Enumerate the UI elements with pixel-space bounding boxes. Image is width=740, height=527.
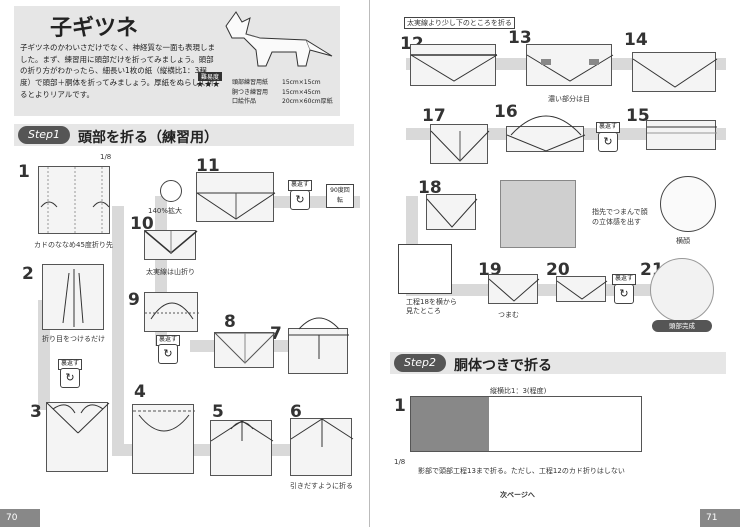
step-diagram: [38, 166, 110, 235]
step-number: 14: [624, 30, 648, 50]
step-note: 濃い部分は目: [548, 95, 590, 103]
turn-over-label: 裏返す: [612, 274, 637, 285]
step-caption: 引きだすように折る: [290, 482, 353, 490]
intro-text: 子ギツネのかわいさだけでなく、神経質な一面も表現しました。まず、練習用に頭部だけ…: [20, 43, 215, 99]
step-badge: Step2: [394, 354, 446, 372]
step-number: 13: [508, 28, 532, 48]
page-number: 70: [0, 509, 40, 527]
step-diagram: [526, 44, 614, 86]
step-number: 18: [418, 178, 442, 198]
page-number: 71: [700, 509, 740, 527]
step-caption: カドのななめ45度折り先: [34, 241, 113, 249]
step-number: 2: [22, 264, 34, 284]
zoom-caption: 140%拡大: [148, 207, 183, 215]
step-note: 太実線より少し下のところを折る: [404, 17, 515, 29]
step-number: 10: [130, 214, 154, 234]
step-diagram: [213, 332, 277, 368]
step-number: 1: [394, 396, 406, 416]
shaded-area: [411, 397, 489, 451]
fox-illustration: [225, 11, 333, 67]
step-number: 9: [128, 290, 140, 310]
step-diagram: [646, 120, 717, 150]
turn-over-icon: ↻: [290, 190, 310, 210]
bottom-note: 影部で頭部工程13まで折る。ただし、工程12のカド折りはしない: [418, 467, 625, 475]
difficulty-stars: ★★★: [196, 80, 221, 90]
step-number: 1: [18, 162, 30, 182]
step-diagram: [144, 230, 198, 260]
step-note: 横顔: [676, 237, 690, 245]
turn-over-icon: ↻: [158, 344, 178, 364]
path-band: [112, 206, 124, 456]
step-diagram: [632, 52, 718, 92]
turn-over-icon: ↻: [614, 284, 634, 304]
step-number: 20: [546, 260, 570, 280]
reference-box: [398, 244, 452, 294]
step-title: 頭部を折る（練習用）: [78, 130, 218, 146]
title-box: [14, 6, 340, 116]
step-diagram: [488, 274, 540, 304]
folding-photo: [500, 180, 576, 248]
difficulty-label: 難易度: [198, 72, 223, 81]
step-diagram: [288, 317, 349, 374]
step-number: 17: [422, 106, 446, 126]
step-number: 8: [224, 312, 236, 332]
step-caption: 太実線は山折り: [146, 268, 195, 276]
long-paper: [410, 396, 642, 452]
step-diagram: [426, 194, 478, 230]
step-number: 6: [290, 402, 302, 422]
step-diagram: [410, 44, 498, 86]
step-number: 7: [270, 324, 282, 344]
step-number: 11: [196, 156, 220, 176]
step-header: [390, 352, 726, 374]
zoom-icon: [160, 180, 182, 202]
ratio-caption: 縦横比1：3(程度): [490, 387, 547, 395]
turn-over-label: 裏返す: [596, 122, 621, 133]
step-number: 16: [494, 102, 518, 122]
step-note: 指先でつまんで顔の立体感を出す: [592, 208, 648, 226]
rotate-label: 90度回転: [326, 184, 354, 208]
left-page: 子ギツネ 子ギツネのかわいさだけでなく、神経質な一面も表現しました。まず、練習用…: [0, 0, 370, 527]
next-page-link[interactable]: 次ページへ: [500, 491, 535, 499]
step-number: 4: [134, 382, 146, 402]
step-caption: 折り目をつけるだけ: [42, 335, 105, 343]
step-number: 5: [212, 402, 224, 422]
step-diagram: [42, 264, 104, 330]
head-done-badge: 頭部完成: [652, 320, 712, 332]
step-number: 15: [626, 106, 650, 126]
step-diagram: [556, 276, 608, 302]
right-page: 12 太実線より少し下のところを折る 13 濃い部分は目 14 15 裏返す ↻…: [370, 0, 740, 527]
fraction-mark: 1/8: [394, 458, 406, 466]
step-diagram: [46, 402, 110, 472]
step-title: 胴体つきで折る: [454, 358, 552, 374]
page-title: 子ギツネ: [50, 16, 139, 41]
step-note: つまむ: [498, 311, 519, 319]
turn-over-icon: ↻: [60, 368, 80, 388]
step-diagram: [196, 172, 276, 222]
step-header: [14, 124, 354, 146]
step-diagram: [506, 115, 586, 152]
step-diagram: [430, 124, 490, 164]
step-diagram: [210, 420, 274, 476]
turn-over-icon: ↻: [598, 132, 618, 152]
step-number: 3: [30, 402, 42, 422]
fraction-mark: 1/8: [100, 153, 112, 161]
step-diagram: [132, 404, 195, 474]
side-view-circle: [660, 176, 716, 232]
step-note: 工程18を横から見たところ: [406, 298, 457, 316]
step-diagram: [290, 418, 354, 476]
turn-over-label: 裏返す: [288, 180, 313, 191]
finished-head-circle: [650, 258, 714, 322]
step-badge: Step1: [18, 126, 70, 144]
step-diagram: [144, 292, 199, 332]
